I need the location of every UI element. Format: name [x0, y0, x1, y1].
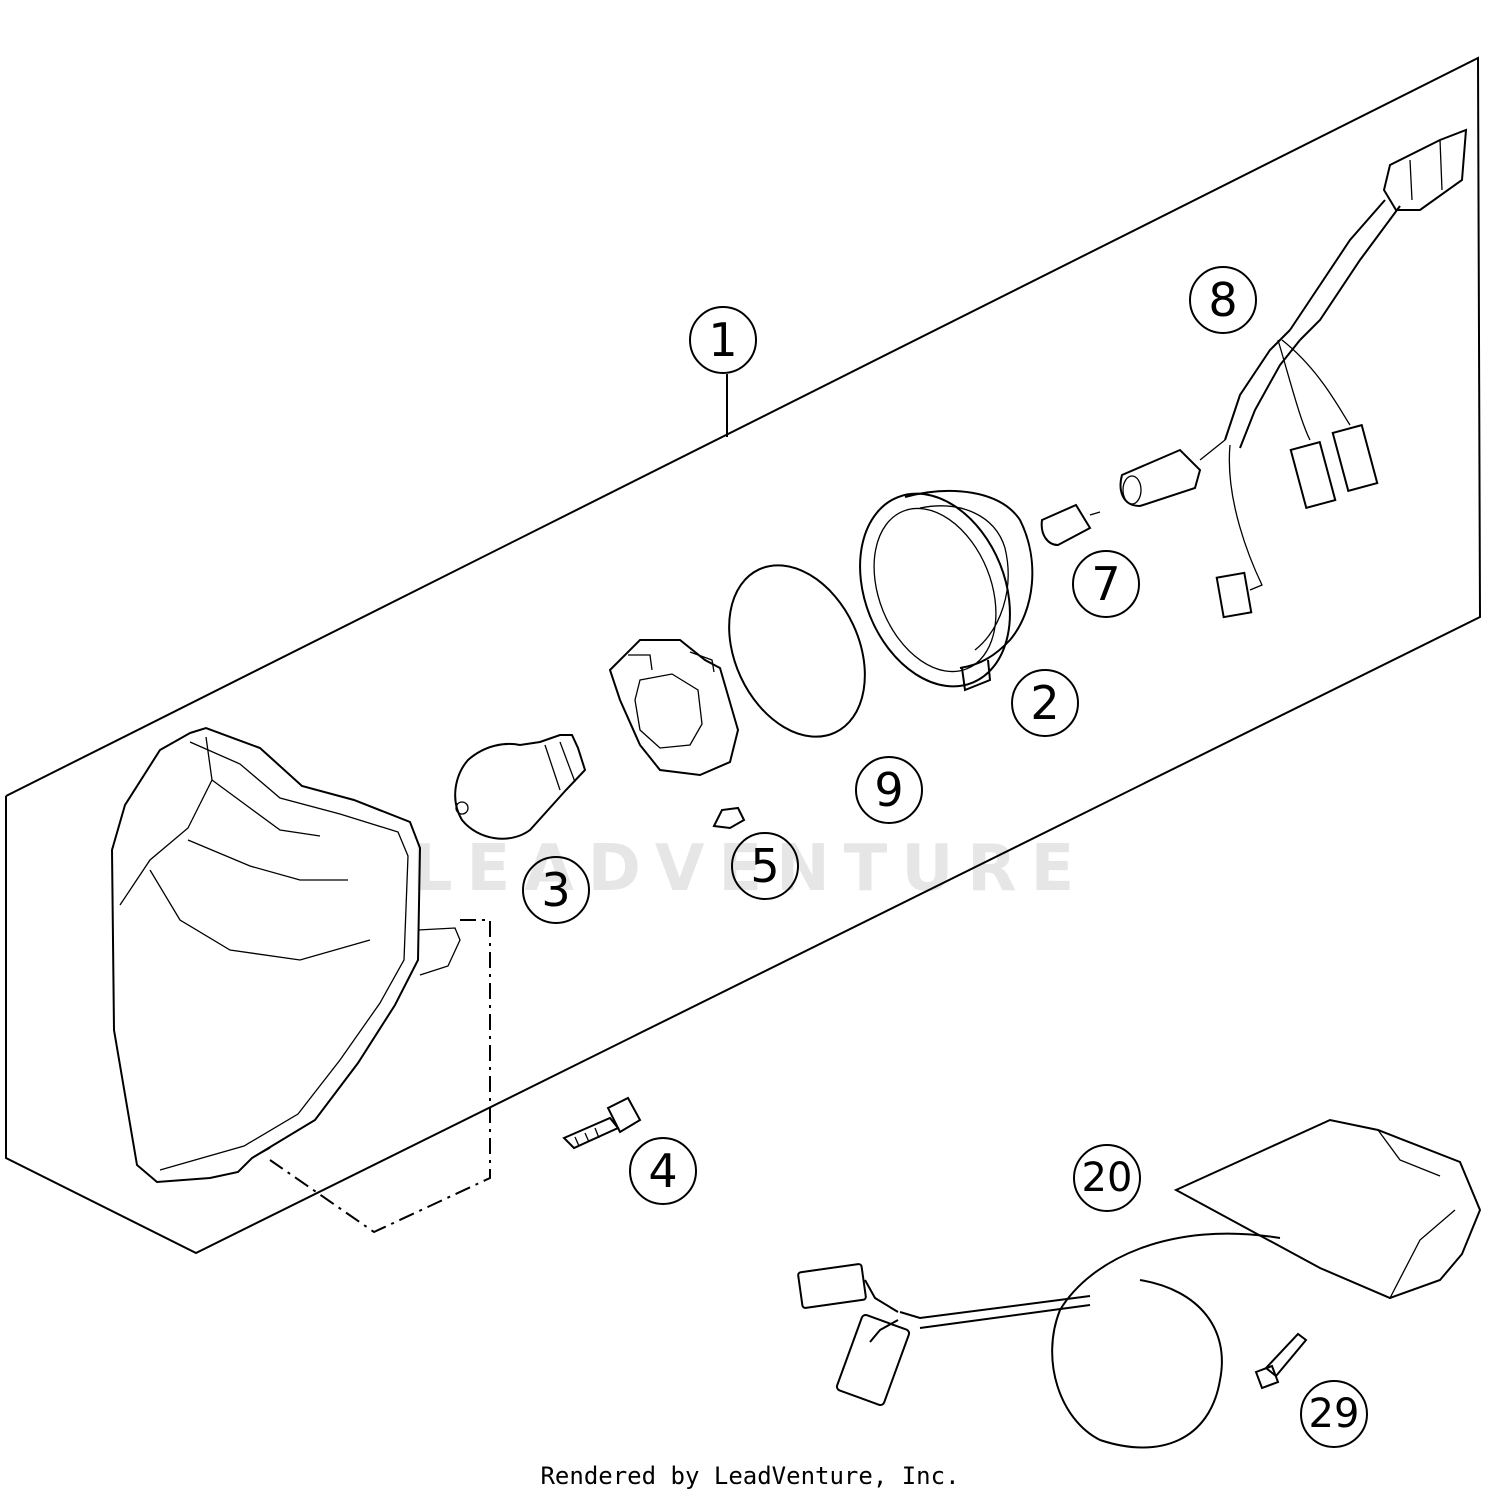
callout-29-label: 29 [1309, 1391, 1360, 1437]
callout-29: 29 [1300, 1380, 1368, 1448]
screw-29 [1254, 1332, 1308, 1390]
callout-7: 7 [1072, 550, 1140, 618]
callout-3-label: 3 [541, 863, 570, 917]
socket [1119, 448, 1202, 508]
reflector [859, 489, 1034, 692]
headlight-mask [110, 726, 461, 1184]
callout-3: 3 [522, 856, 590, 924]
callout-2: 2 [1011, 669, 1079, 737]
screw-4 [562, 1096, 642, 1150]
watermark-text: LEADVENTURE [412, 832, 1089, 906]
footer-credit: Rendered by LeadVenture, Inc. [540, 1462, 960, 1490]
wiring-harness [1199, 128, 1468, 619]
callout-1-label: 1 [708, 313, 737, 367]
lens-disc [728, 564, 866, 738]
callout-8-label: 8 [1208, 273, 1237, 327]
callout-1: 1 [689, 306, 757, 374]
mounting-line [269, 919, 491, 1234]
parking-bulb [1040, 503, 1101, 547]
callout-20-label: 20 [1082, 1155, 1133, 1201]
clip [712, 806, 746, 830]
callout-20: 20 [1073, 1144, 1141, 1212]
callout-2-label: 2 [1030, 676, 1059, 730]
callout-4-label: 4 [648, 1144, 677, 1198]
bulb-holder [608, 639, 740, 777]
assembly-outline [5, 56, 1482, 1255]
callout-4: 4 [629, 1137, 697, 1205]
callout-9-label: 9 [874, 763, 903, 817]
cover-plate-20 [797, 1118, 1482, 1449]
callout-9: 9 [855, 756, 923, 824]
callout-8: 8 [1189, 266, 1257, 334]
callout-5-label: 5 [750, 839, 779, 893]
callout-7-label: 7 [1091, 557, 1120, 611]
bulb [454, 734, 587, 840]
callout-5: 5 [731, 832, 799, 900]
